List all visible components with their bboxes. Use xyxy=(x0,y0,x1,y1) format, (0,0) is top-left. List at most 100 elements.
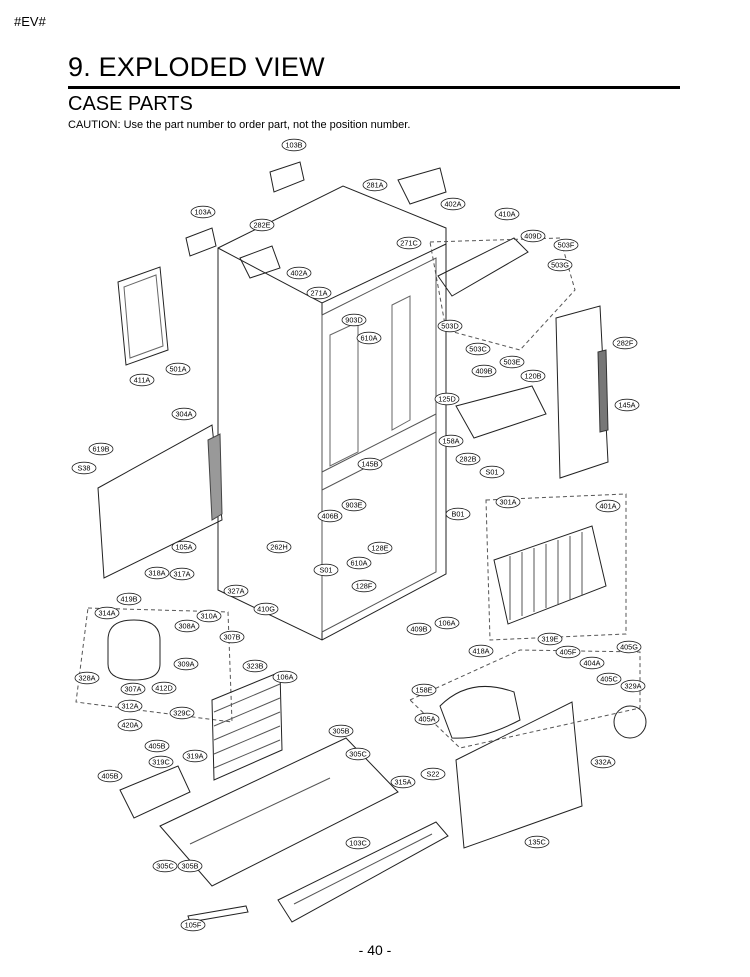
part-callout: 307B xyxy=(219,630,245,644)
caution-note: CAUTION: Use the part number to order pa… xyxy=(68,119,411,131)
part-callout: 402A xyxy=(286,266,312,280)
part-callout: 501A xyxy=(165,362,191,376)
callout-balloon xyxy=(537,632,563,646)
part-number-label: 145A xyxy=(618,401,635,410)
part-callout: 610A xyxy=(346,556,372,570)
part-number-label: 304A xyxy=(175,410,192,419)
part-callout: 103C xyxy=(345,836,371,850)
part-callout: 410A xyxy=(494,207,520,221)
callout-balloon xyxy=(317,509,343,523)
cover-103a xyxy=(185,227,217,257)
part-callout: 271C xyxy=(396,236,422,250)
part-number-label: 319E xyxy=(541,635,558,644)
part-number-label: 405B xyxy=(101,772,118,781)
callout-balloon xyxy=(494,207,520,221)
part-number-label: 903D xyxy=(345,316,362,325)
part-number-label: 315A xyxy=(394,778,411,787)
callout-balloon xyxy=(171,540,197,554)
part-number-label: 503F xyxy=(558,241,575,250)
part-callout: 317A xyxy=(169,567,195,581)
callout-balloon xyxy=(120,682,146,696)
part-callout: 282F xyxy=(612,336,638,350)
part-callout: 309A xyxy=(173,657,199,671)
part-callout: 315A xyxy=(390,775,416,789)
part-callout: 409B xyxy=(471,364,497,378)
part-callout: 308A xyxy=(174,619,200,633)
part-number-label: 405G xyxy=(620,643,638,652)
callout-balloon xyxy=(465,342,491,356)
callout-balloon xyxy=(169,567,195,581)
part-callout: 328A xyxy=(74,671,100,685)
part-callout: 503E xyxy=(499,355,525,369)
callout-balloon xyxy=(555,645,581,659)
cabinet-inner-liner xyxy=(321,257,437,633)
part-number-label: 610A xyxy=(350,559,367,568)
callout-balloon xyxy=(116,592,142,606)
callout-balloon xyxy=(242,659,268,673)
callout-balloon xyxy=(180,918,206,932)
part-number-label: 903E xyxy=(345,501,362,510)
fan-blade-329a xyxy=(613,705,647,739)
callout-balloon xyxy=(495,495,521,509)
evaporator-301a xyxy=(493,525,607,625)
part-callout: S01 xyxy=(313,563,339,577)
part-callout: B01 xyxy=(445,507,471,521)
callout-balloon xyxy=(253,602,279,616)
part-callout: 332A xyxy=(590,755,616,769)
callout-balloon xyxy=(169,706,195,720)
part-number-label: 319A xyxy=(186,752,203,761)
part-number-label: 409D xyxy=(524,232,541,241)
part-number-label: 314A xyxy=(98,609,115,618)
callout-balloon xyxy=(612,336,638,350)
part-callout: 503G xyxy=(547,258,573,272)
part-number-label: 103A xyxy=(194,208,211,217)
rear-cover-332a xyxy=(455,701,583,849)
part-number-label: 328A xyxy=(78,674,95,683)
part-number-label: 312A xyxy=(121,702,138,711)
part-number-label: 310A xyxy=(200,612,217,621)
title-rule xyxy=(68,86,680,89)
callout-balloon xyxy=(129,373,155,387)
callout-balloon xyxy=(171,407,197,421)
part-callout: 128F xyxy=(351,579,377,593)
callout-balloon xyxy=(406,622,432,636)
rear-cover-304a xyxy=(97,424,223,579)
callout-balloon xyxy=(281,138,307,152)
part-callouts: 103B281A402A103A282E402A271C410A409D503F… xyxy=(71,138,646,932)
callout-balloon xyxy=(616,640,642,654)
callout-balloon xyxy=(173,657,199,671)
part-number-label: 282E xyxy=(253,221,270,230)
part-callout: S01 xyxy=(479,465,505,479)
lamp-cover-503d xyxy=(437,237,529,297)
part-callout: 158A xyxy=(438,434,464,448)
part-number-label: 411A xyxy=(134,376,151,385)
callout-balloon xyxy=(438,434,464,448)
part-number-label: 106A xyxy=(438,619,455,628)
callout-balloon xyxy=(71,461,97,475)
callout-balloon xyxy=(223,584,249,598)
part-callout: 103A xyxy=(190,205,216,219)
callout-balloon xyxy=(524,835,550,849)
callout-balloon xyxy=(165,362,191,376)
part-callout: 401A xyxy=(595,499,621,513)
callout-balloon xyxy=(362,178,388,192)
part-callout: 106A xyxy=(272,670,298,684)
fan-bracket-319c xyxy=(119,765,191,819)
part-number-label: 405C xyxy=(600,675,617,684)
part-callout: 903E xyxy=(341,498,367,512)
callout-balloon xyxy=(174,619,200,633)
part-number-label: 307B xyxy=(223,633,240,642)
part-callout: 135C xyxy=(524,835,550,849)
part-callout: 405A xyxy=(414,712,440,726)
part-number-label: 619B xyxy=(92,445,109,454)
line-art xyxy=(75,161,647,923)
part-callout: 420A xyxy=(117,718,143,732)
part-callout: 282B xyxy=(455,452,481,466)
callout-balloon xyxy=(390,775,416,789)
part-callout: 619B xyxy=(88,442,114,456)
part-callout: 409B xyxy=(406,622,432,636)
callout-balloon xyxy=(440,197,466,211)
part-callout: 145A xyxy=(614,398,640,412)
callout-balloon xyxy=(196,609,222,623)
